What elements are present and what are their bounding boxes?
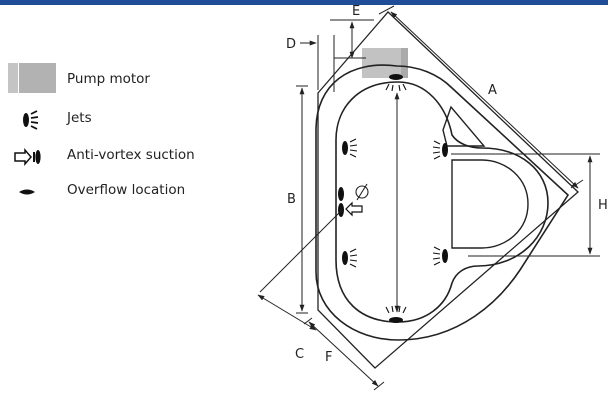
anti-vortex-suction-icon [14, 147, 41, 167]
suction-arrow [345, 201, 363, 217]
jet-spray [349, 248, 358, 268]
seat [451, 159, 529, 249]
dimension-c-arrow [257, 294, 317, 331]
legend-item-anti-vortex-suction: Anti-vortex suction [0, 145, 240, 169]
legend-label: Pump motor [67, 71, 150, 87]
jet-spray [432, 140, 441, 160]
jet-icon [23, 110, 39, 130]
dimension-label-f: F [325, 350, 332, 365]
jet [389, 317, 403, 323]
dimension-a-arrow [390, 11, 579, 189]
dimension-label-d: D [286, 37, 296, 52]
legend-label: Anti-vortex suction [67, 147, 195, 163]
diameter-symbol [355, 185, 369, 199]
tub-outline [317, 11, 579, 369]
legend-item-overflow-location: Overflow location [0, 180, 240, 204]
dimension-label-h: H [598, 198, 608, 213]
diameter-slash [356, 183, 368, 201]
overflow-location-icon [19, 189, 35, 195]
dimension-f-extension [373, 381, 385, 391]
jet [442, 143, 448, 157]
dimension-f-extension [303, 317, 313, 325]
overflow-spray [385, 83, 407, 92]
suction-fitting [338, 187, 344, 201]
jet [342, 251, 348, 265]
dimension-a-extension [378, 5, 395, 15]
jet-spray [385, 305, 407, 314]
overflow-location [389, 74, 403, 80]
pump-motor-icon [8, 63, 56, 93]
legend-label: Overflow location [67, 182, 186, 198]
dimension-label-c: C [295, 347, 304, 362]
jet-spray [432, 246, 441, 266]
legend-item-pump-motor: Pump motor [0, 63, 240, 93]
jet [442, 249, 448, 263]
dimension-label-a: A [488, 83, 497, 98]
legend-item-jets: Jets [0, 108, 240, 132]
legend-label: Jets [67, 110, 92, 126]
dimension-f-arrow [308, 321, 379, 387]
legend: Pump motor Jets Anti-vortex suction Over… [0, 0, 240, 401]
dimension-label-e: E [352, 4, 360, 19]
dimension-c-extension [259, 231, 321, 293]
jet [342, 141, 348, 155]
bath-rim [315, 64, 570, 341]
pump-motor-end [401, 48, 408, 78]
bath-basin [335, 81, 549, 323]
dimension-label-b: B [287, 192, 296, 207]
suction-fitting [338, 203, 344, 217]
jet-spray [349, 138, 358, 158]
suction-leader [318, 209, 343, 234]
header-bar [0, 0, 608, 5]
